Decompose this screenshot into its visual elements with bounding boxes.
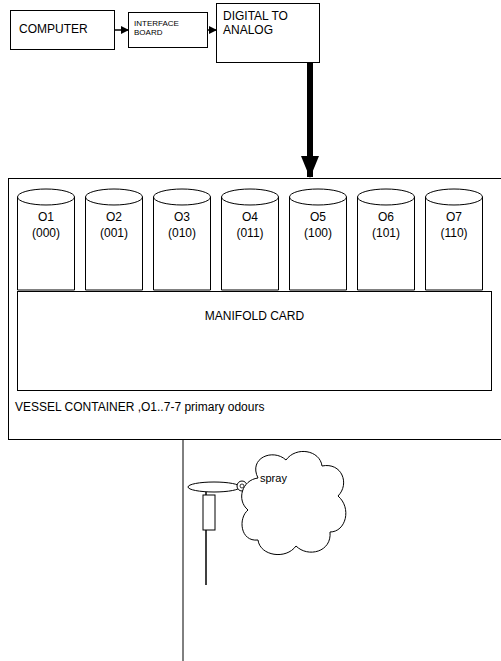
computer-box: COMPUTER: [10, 10, 115, 50]
node-code: (011): [223, 227, 277, 241]
spray-cloud: spray: [238, 448, 350, 560]
arrow-connector: [115, 29, 128, 31]
cylinder-outline: [289, 189, 347, 291]
odour-cylinder: O5 (100): [289, 189, 347, 291]
node-label: O4: [223, 211, 277, 225]
spray-arm: [188, 482, 240, 492]
odour-cylinder: O2 (001): [85, 189, 143, 291]
node-code: (100): [291, 227, 345, 241]
odour-cylinder: O1 (000): [17, 189, 75, 291]
odour-cylinder: O4 (011): [221, 189, 279, 291]
cloud-outline: [238, 448, 350, 560]
cylinder-outline: [153, 189, 211, 291]
node-label: COMPUTER: [19, 23, 106, 37]
node-label: O2: [87, 211, 141, 225]
cylinder-outline: [221, 189, 279, 291]
node-label: O3: [155, 211, 209, 225]
stand-body: [203, 495, 215, 530]
node-label: spray: [260, 472, 350, 485]
node-label: DIGITAL TO ANALOG: [223, 10, 313, 38]
odour-cylinder: O3 (010): [153, 189, 211, 291]
node-label: INTERFACE BOARD: [134, 19, 202, 37]
container-label: VESSEL CONTAINER ,O1..7-7 primary odours: [15, 401, 264, 415]
node-label: O7: [427, 211, 481, 225]
dac-box: DIGITAL TO ANALOG: [216, 3, 320, 63]
interface-board-box: INTERFACE BOARD: [128, 12, 208, 48]
arrow-connector: [307, 63, 313, 177]
node-code: (010): [155, 227, 209, 241]
node-label: O1: [19, 211, 73, 225]
node-label: O6: [359, 211, 413, 225]
cylinder-outline: [85, 189, 143, 291]
cylinder-outline: [357, 189, 415, 291]
manifold-card: MANIFOLD CARD: [17, 291, 492, 391]
node-label: MANIFOLD CARD: [24, 310, 485, 324]
node-code: (000): [19, 227, 73, 241]
node-code: (110): [427, 227, 481, 241]
arrow-connector: [208, 29, 216, 31]
odour-cylinder: O7 (110): [425, 189, 483, 291]
support-line: [183, 440, 184, 661]
cylinder-outline: [17, 189, 75, 291]
odour-cylinder: O6 (101): [357, 189, 415, 291]
nozzle-hole: [240, 484, 244, 488]
vessel-container: VESSEL CONTAINER ,O1..7-7 primary odours…: [8, 178, 501, 440]
cylinder-outline: [425, 189, 483, 291]
node-label: O5: [291, 211, 345, 225]
node-code: (101): [359, 227, 413, 241]
node-code: (001): [87, 227, 141, 241]
